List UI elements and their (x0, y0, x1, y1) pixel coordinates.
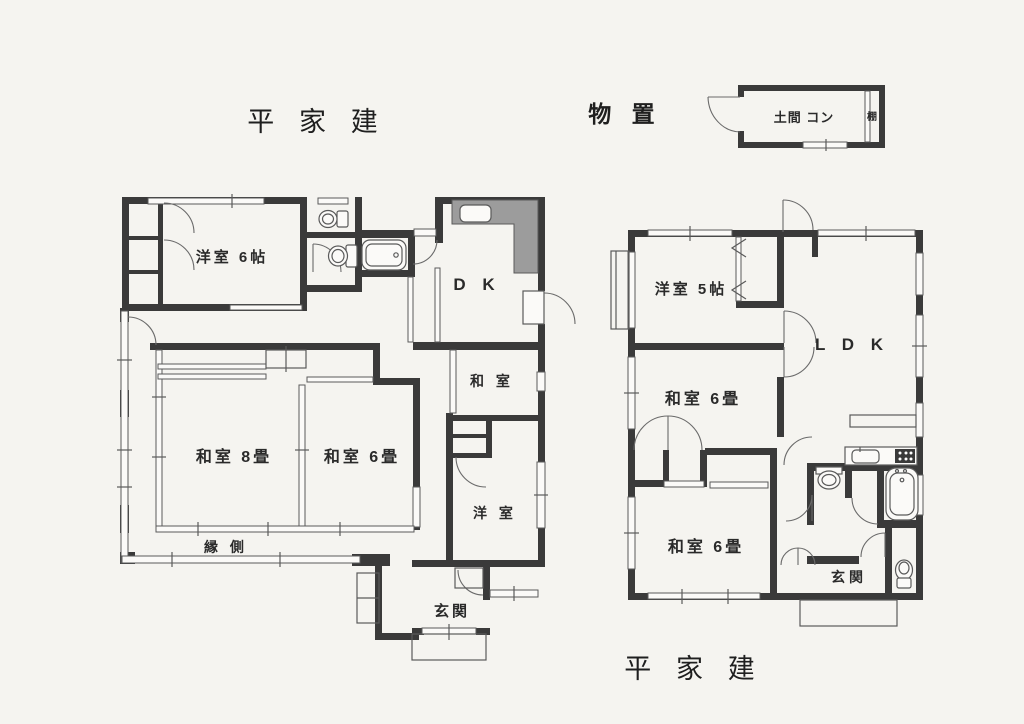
right-kitchen-counter (844, 446, 918, 466)
room-label-washitsu-mid: 和 室 (470, 373, 514, 389)
stove-icon (895, 449, 915, 463)
title-right-building: 平 家 建 (624, 654, 764, 684)
shed-door-swing (707, 96, 741, 133)
room-label-dk: D K (453, 275, 500, 294)
right-plan-fixtures (799, 414, 919, 627)
room-label-genkan-right: 玄関 (831, 569, 867, 585)
shed-window (802, 141, 848, 149)
title-shed: 物 置 (588, 101, 661, 127)
room-label-washitsu6: 和室 6畳 (324, 447, 400, 466)
toilet-icon (318, 209, 349, 229)
bathtub-icon (361, 239, 407, 271)
room-label-genkan-left: 玄関 (434, 602, 470, 620)
right-kitchen-sink-icon (851, 449, 880, 464)
right-toilet-icon (894, 559, 914, 589)
room-label-washitsu6-bottom: 和室 6畳 (668, 537, 744, 556)
shed-outline (707, 85, 885, 151)
room-label-washitsu8: 和室 8畳 (196, 447, 272, 466)
washbasin-icon (327, 244, 358, 268)
room-label-ldk: L D K (815, 335, 889, 354)
right-entrance-door (782, 199, 814, 232)
right-plan-windows (610, 226, 927, 604)
room-label-yoshitsu-bottom: 洋 室 (473, 505, 517, 521)
left-plan-fixtures (318, 199, 539, 661)
shed-floor-label: 土間 コン (774, 110, 835, 125)
dk-back-door (522, 290, 576, 325)
room-label-washitsu6-mid: 和室 6畳 (665, 389, 741, 408)
shed-shelf-label: 棚 (867, 110, 877, 123)
room-label-yoshitsu6jo: 洋室 6帖 (196, 248, 269, 266)
left-plan-windows (117, 194, 548, 640)
shed-shelf-divider (864, 90, 871, 143)
kitchen-sink-icon (459, 204, 492, 223)
title-left-building: 平 家 建 (247, 107, 387, 137)
room-label-engawa: 縁 側 (204, 539, 248, 555)
room-label-yoshitsu5jo: 洋室 5帖 (655, 280, 728, 298)
right-bathtub-icon (885, 467, 919, 521)
shoe-cabinet (454, 567, 484, 589)
right-porch (799, 599, 898, 627)
ldk-counter-bar (849, 414, 917, 428)
left-porch (411, 633, 487, 661)
kitchen-counter (451, 199, 539, 274)
right-plan-doors (633, 199, 886, 566)
right-washbasin-icon (815, 466, 843, 490)
bay-window (610, 250, 630, 330)
